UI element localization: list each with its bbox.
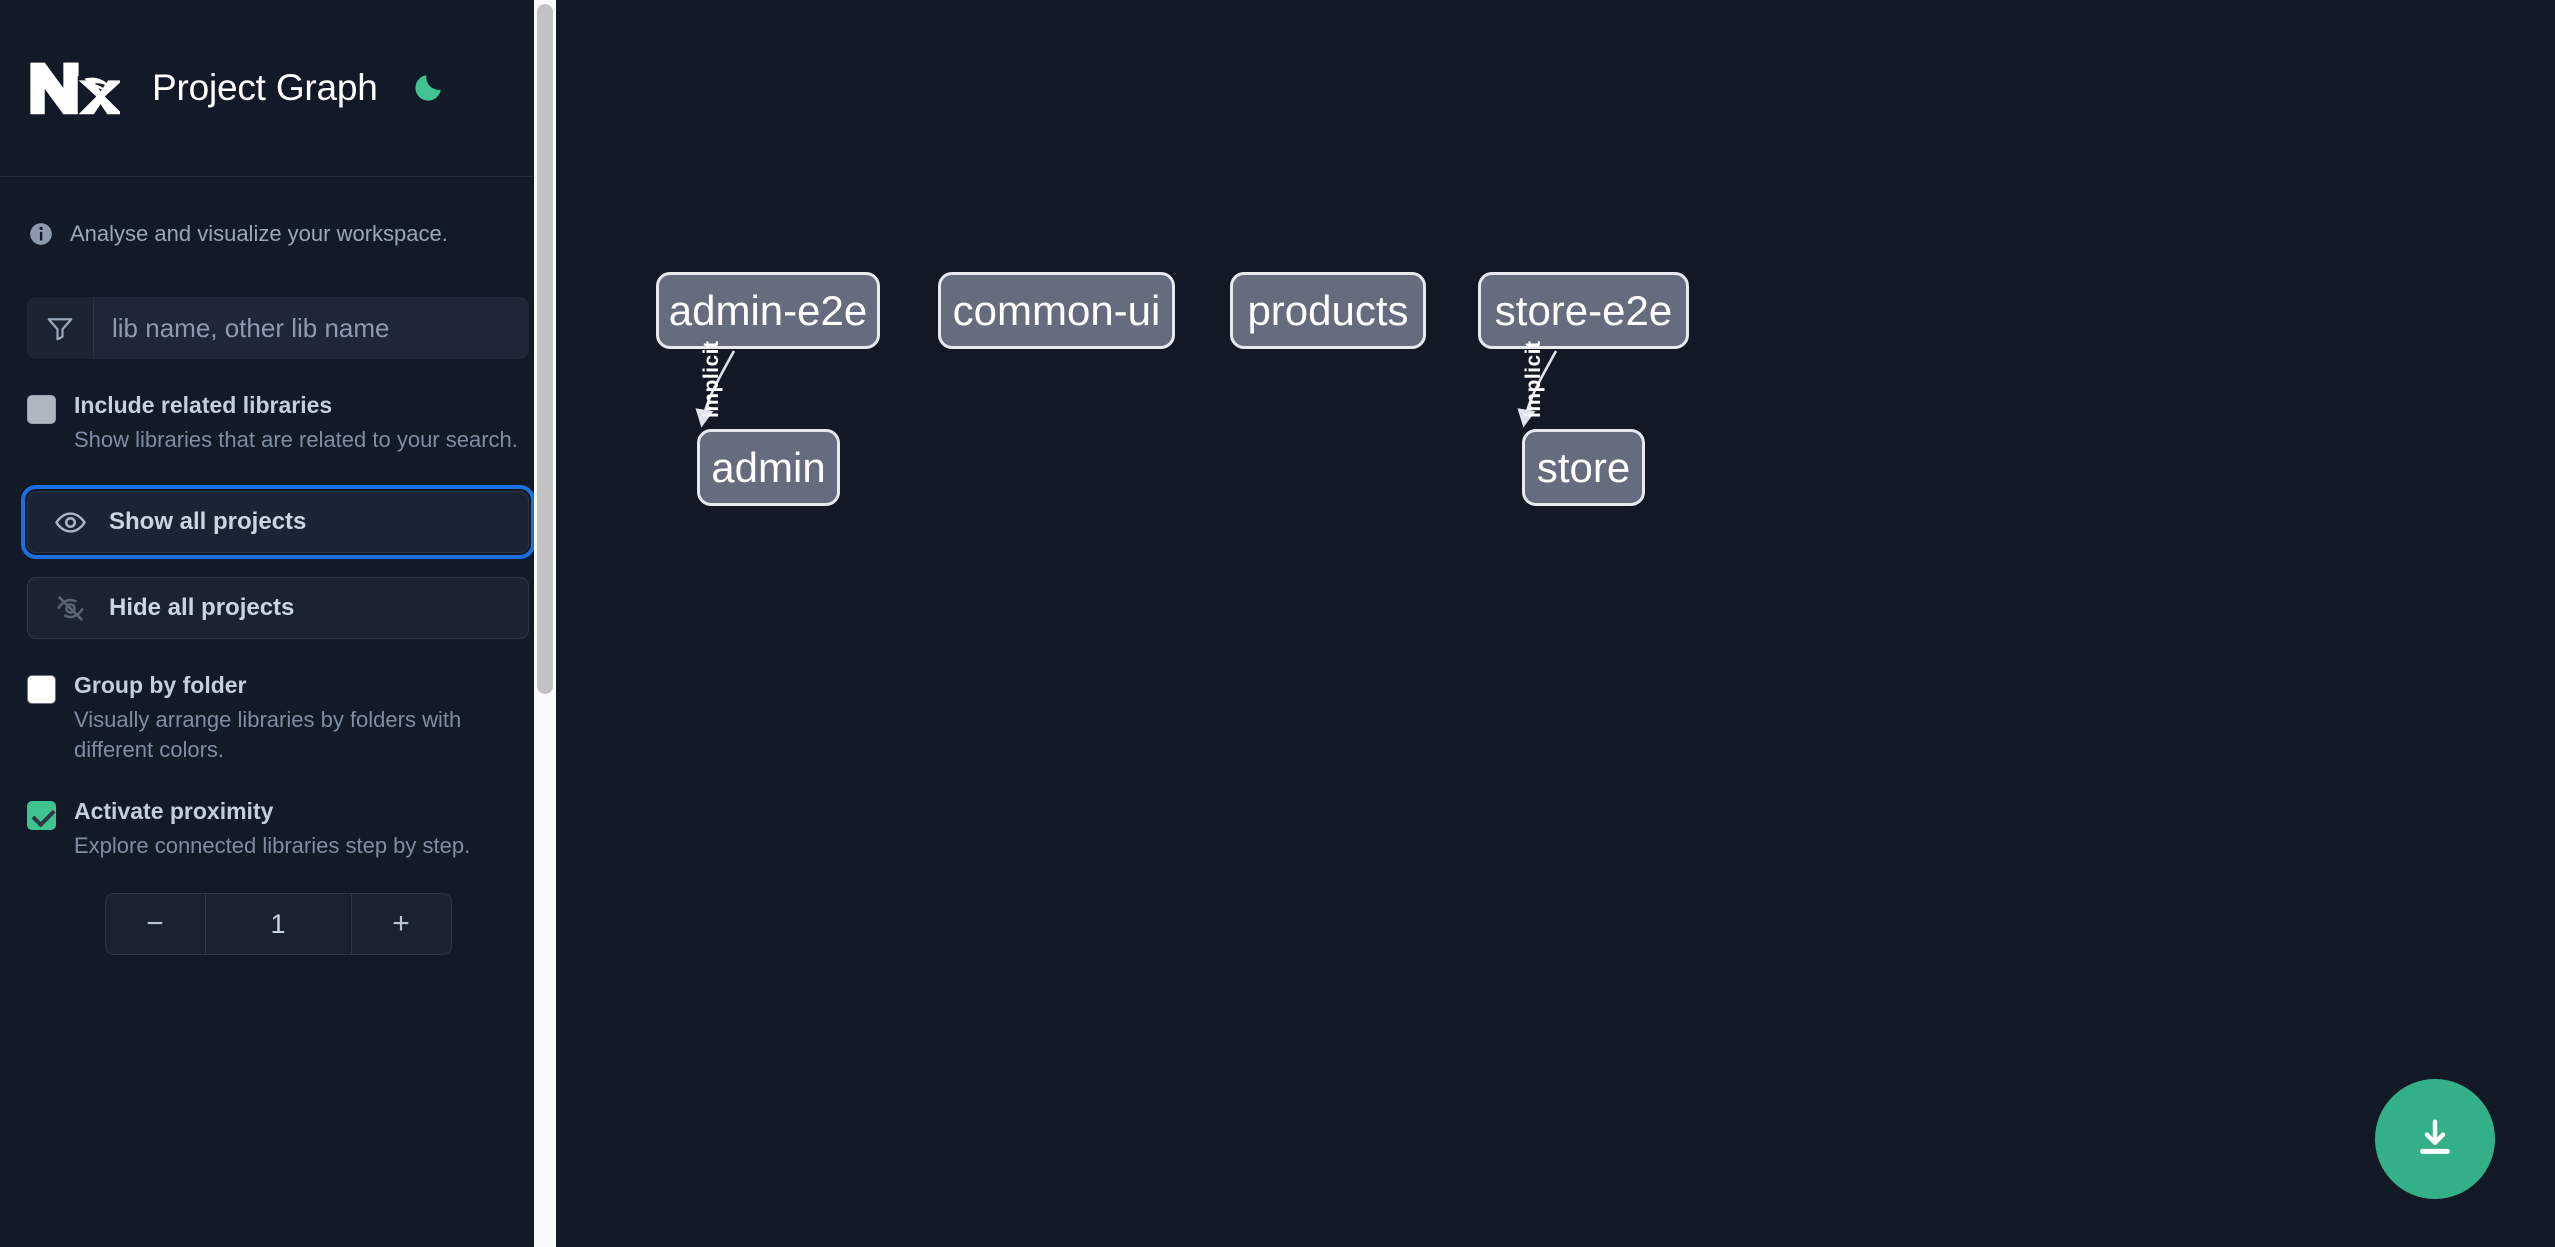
- edge-label-store-e2e-store: implicit: [1522, 340, 1545, 418]
- sidebar: Project Graph Analyse and visualize your…: [0, 0, 556, 1247]
- node-label: store: [1536, 443, 1631, 491]
- option-label: Activate proximity: [74, 798, 274, 824]
- show-all-projects-button[interactable]: Show all projects: [21, 485, 535, 559]
- node-label: common-ui: [952, 286, 1161, 334]
- option-description: Explore connected libraries step by step…: [74, 833, 471, 858]
- option-label: Include related libraries: [74, 392, 333, 418]
- sidebar-content: Project Graph Analyse and visualize your…: [0, 0, 556, 955]
- proximity-stepper: − 1 +: [104, 893, 452, 955]
- eye-off-icon: [54, 592, 87, 625]
- option-description: Show libraries that are related to your …: [74, 427, 518, 452]
- tagline: Analyse and visualize your workspace.: [0, 177, 556, 290]
- info-icon: [28, 221, 54, 247]
- sidebar-scrollbar[interactable]: [534, 0, 556, 1247]
- node-label: store-e2e: [1494, 286, 1673, 334]
- graph-node-admin-e2e[interactable]: admin-e2e: [656, 272, 880, 349]
- option-activate-proximity[interactable]: Activate proximity Explore connected lib…: [27, 796, 529, 861]
- search-filter-row: [27, 297, 529, 359]
- hide-all-projects-button[interactable]: Hide all projects: [27, 577, 529, 639]
- download-icon: [2412, 1115, 2458, 1164]
- stepper-decrement-button[interactable]: −: [105, 894, 206, 954]
- node-label: products: [1247, 286, 1409, 334]
- download-graph-button[interactable]: [2375, 1079, 2495, 1199]
- node-label: admin-e2e: [668, 286, 868, 334]
- graph-node-common-ui[interactable]: common-ui: [938, 272, 1175, 349]
- page-title: Project Graph: [152, 67, 378, 108]
- proximity-stepper-wrap: − 1 +: [27, 893, 529, 955]
- node-label: admin: [711, 443, 826, 491]
- spacer: [27, 553, 529, 577]
- graph-node-admin[interactable]: admin: [697, 429, 840, 506]
- tagline-text: Analyse and visualize your workspace.: [70, 220, 448, 246]
- search-input[interactable]: [94, 297, 529, 359]
- group-by-folder-checkbox[interactable]: [27, 675, 56, 704]
- graph-edges: [695, 350, 1558, 428]
- filter-funnel-icon: [27, 297, 94, 359]
- graph-node-store[interactable]: store: [1522, 429, 1645, 506]
- graph-node-products[interactable]: products: [1230, 272, 1426, 349]
- edge-label-admin-e2e-admin: implicit: [700, 340, 723, 418]
- include-related-libraries-checkbox[interactable]: [27, 395, 56, 424]
- stepper-increment-button[interactable]: +: [350, 894, 451, 954]
- option-group-by-folder[interactable]: Group by folder Visually arrange librari…: [27, 670, 529, 765]
- option-description: Visually arrange libraries by folders wi…: [74, 707, 462, 762]
- activate-proximity-checkbox[interactable]: [27, 801, 56, 830]
- option-include-related-libraries[interactable]: Include related libraries Show libraries…: [27, 390, 529, 455]
- spacer: [27, 455, 529, 491]
- sidebar-header: Project Graph: [0, 0, 556, 177]
- hide-all-projects-label: Hide all projects: [109, 594, 295, 621]
- graph-canvas[interactable]: admin-e2e common-ui products store-e2e a…: [556, 0, 2555, 1247]
- stepper-value[interactable]: 1: [205, 894, 351, 954]
- sidebar-controls: Include related libraries Show libraries…: [0, 297, 556, 955]
- graph-node-store-e2e[interactable]: store-e2e: [1478, 272, 1689, 349]
- show-all-projects-label: Show all projects: [109, 508, 307, 535]
- sidebar-scrollbar-thumb[interactable]: [537, 4, 553, 694]
- moon-icon[interactable]: [408, 68, 448, 108]
- option-label: Group by folder: [74, 672, 247, 698]
- eye-icon: [54, 506, 87, 539]
- nx-logo-icon: [27, 58, 123, 118]
